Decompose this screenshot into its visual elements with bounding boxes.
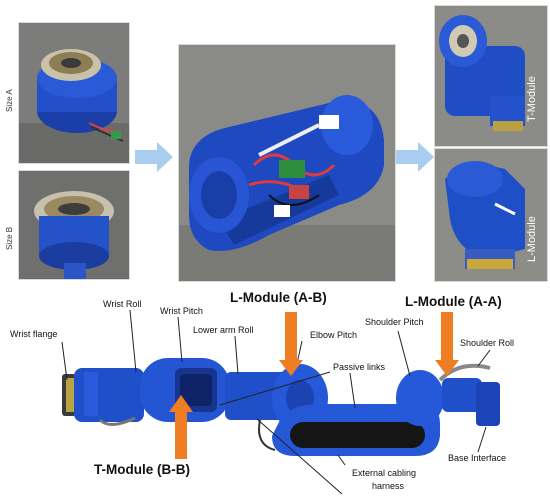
- shoulder-pitch-label: Shoulder Pitch: [365, 317, 424, 327]
- l-module-photo: [434, 148, 548, 282]
- size-b-photo: [18, 170, 130, 280]
- lower-arm-roll-label: Lower arm Roll: [193, 325, 254, 335]
- t-module-bb-title: T-Module (B-B): [94, 462, 190, 477]
- l-module-ab-title: L-Module (A-B): [230, 290, 327, 305]
- size-a-photo: [18, 22, 130, 164]
- external-cabling-label: External cabling: [352, 468, 417, 478]
- flow-arrow-icon: [396, 142, 434, 172]
- t-module-photo: [434, 5, 548, 147]
- l-module-open-photo: [178, 44, 396, 282]
- wrist-roll-label: Wrist Roll: [103, 299, 142, 309]
- flow-arrow-icon: [135, 142, 173, 172]
- wrist-pitch-label: Wrist Pitch: [160, 306, 203, 316]
- passive-links-label: Passive links: [333, 362, 386, 372]
- t-bb-arrow: [169, 395, 193, 412]
- l-ab-arrow: [285, 312, 297, 362]
- elbow-pitch-label: Elbow Pitch: [310, 330, 358, 340]
- l-module-aa-title: L-Module (A-A): [405, 294, 502, 309]
- l-aa-arrow: [441, 312, 453, 362]
- harness-label: harness: [372, 481, 405, 491]
- wrist-flange-label: Wrist flange: [10, 329, 58, 339]
- base-interface-label: Base Interface: [448, 453, 507, 463]
- shoulder-roll-label: Shoulder Roll: [460, 338, 515, 348]
